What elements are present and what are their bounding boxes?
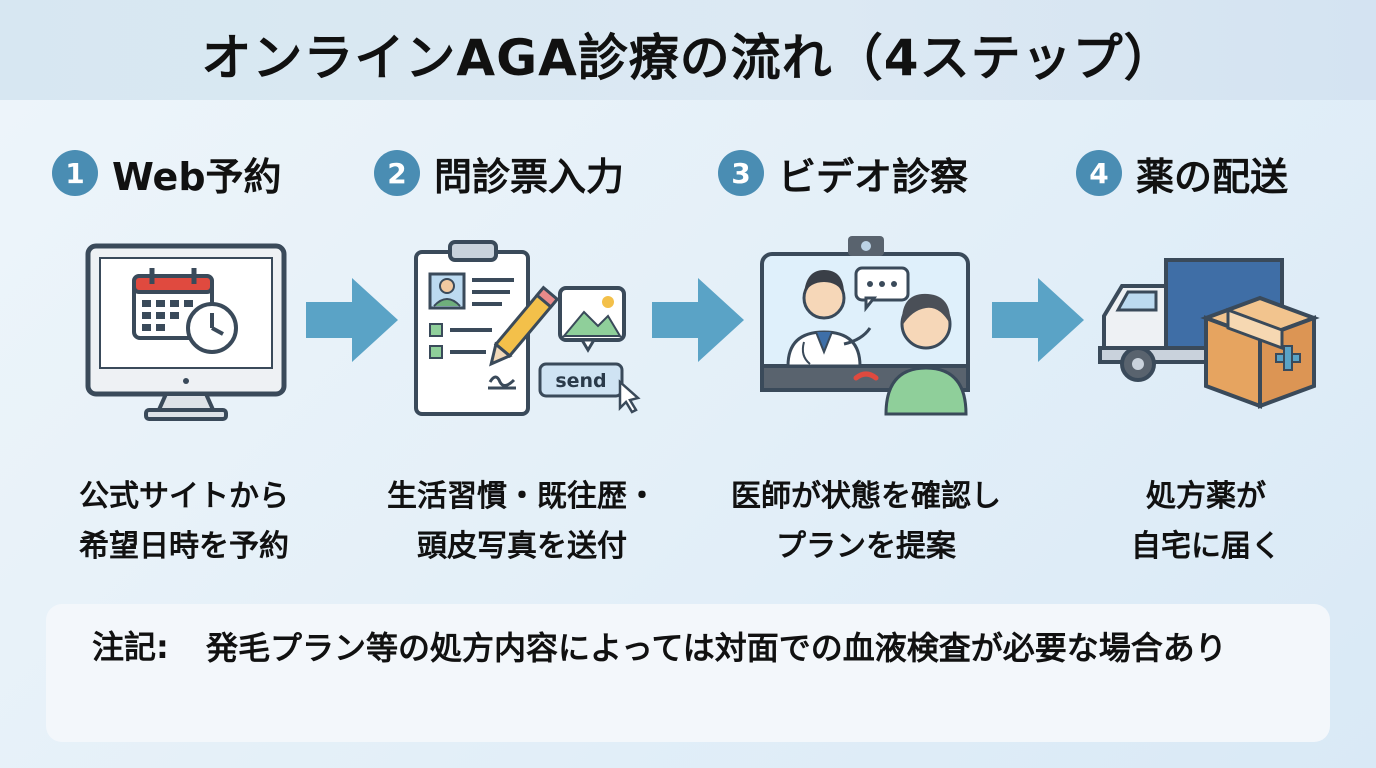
video-call-doctor-icon — [760, 236, 970, 416]
delivery-truck-icon — [1098, 258, 1320, 409]
step-number: 3 — [718, 150, 764, 196]
step-title: 問診票入力 — [434, 154, 625, 199]
note-text: 発毛プラン等の処方内容によっては対面での血液検査が必要な場合あり — [206, 629, 1227, 667]
step-number: 1 — [52, 150, 98, 196]
step-2-description: 生活習慣・既往歴・ 頭皮写真を送付 — [352, 472, 692, 572]
arrow-right-icon — [992, 278, 1084, 362]
step-4-description: 処方薬が 自宅に届く — [1036, 472, 1376, 572]
title-band — [0, 0, 1376, 100]
description-line: 公式サイトから — [79, 479, 289, 514]
description-line: 希望日時を予約 — [79, 529, 289, 564]
step-title: ビデオ診察 — [778, 154, 969, 199]
description-line: 処方薬が — [1146, 479, 1266, 514]
note-label: 注記: — [92, 628, 169, 666]
step-3-description: 医師が状態を確認し プランを提案 — [696, 472, 1036, 572]
description-line: 生活習慣・既往歴・ — [387, 479, 657, 514]
arrow-right-icon — [652, 278, 744, 362]
send-button: send — [555, 370, 606, 392]
description-line: 自宅に届く — [1131, 529, 1281, 564]
step-number: 4 — [1076, 150, 1122, 196]
step-title: 薬の配送 — [1136, 154, 1289, 199]
arrow-right-icon — [306, 278, 398, 362]
note-box — [46, 604, 1330, 742]
step-4-heading: 4 薬の配送 — [1076, 146, 1288, 200]
clipboard-form-icon: send — [414, 240, 641, 416]
step-number: 2 — [374, 150, 420, 196]
description-line: プランを提案 — [776, 529, 956, 564]
description-line: 医師が状態を確認し — [731, 479, 1001, 514]
step-1-heading: 1 Web予約 — [52, 146, 282, 200]
computer-calendar-icon — [85, 243, 287, 421]
step-title: Web予約 — [112, 154, 282, 199]
step-3-heading: 3 ビデオ診察 — [718, 146, 968, 200]
step-1-description: 公式サイトから 希望日時を予約 — [14, 472, 354, 572]
description-line: 頭皮写真を送付 — [417, 529, 627, 564]
step-2-heading: 2 問診票入力 — [374, 146, 624, 200]
page-title: オンラインAGA診療の流れ（4ステップ） — [201, 29, 1175, 87]
